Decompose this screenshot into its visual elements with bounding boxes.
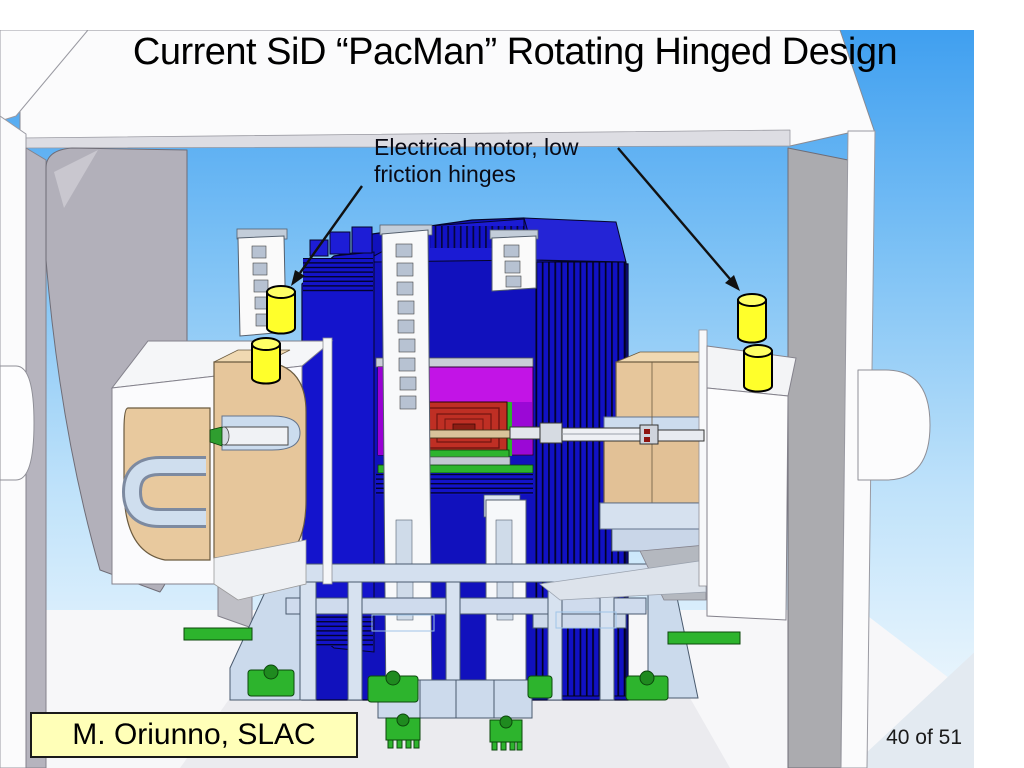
detector — [110, 217, 797, 751]
credit-box: M. Oriunno, SLAC — [30, 712, 358, 758]
callout-arrows — [291, 147, 740, 291]
support-tower-center — [379, 224, 433, 715]
beampipe-green-cone — [209, 426, 223, 447]
left-beampipe-stub — [0, 365, 35, 481]
credit-text: M. Oriunno, SLAC — [72, 718, 316, 751]
hinge-motors — [251, 285, 773, 393]
green-foot-toothed — [489, 715, 523, 751]
core-red-nest2 — [436, 413, 492, 443]
endcap-right — [539, 351, 718, 601]
yoke-step — [329, 231, 351, 255]
arrow-right-head — [725, 275, 740, 291]
endcap-left — [110, 337, 334, 601]
endcap-door-curved — [213, 361, 307, 559]
arrow-left-head — [291, 270, 305, 286]
hall-left-wall-chamfer — [54, 150, 98, 208]
hinge-motor-right-lower — [743, 344, 773, 393]
hinge-motor-left-lower — [251, 337, 281, 385]
hall-structure — [0, 29, 931, 768]
yoke-step — [351, 226, 373, 254]
annotation-line2: friction hinges — [374, 161, 516, 188]
beampipe-left — [223, 426, 289, 446]
core-green-shelf — [420, 449, 510, 458]
beampipe-right — [509, 422, 705, 445]
hinge-motor-left-upper — [266, 285, 296, 335]
green-supports — [183, 627, 741, 751]
arrow-right-line — [617, 147, 731, 280]
fin-stack-top — [523, 217, 627, 263]
door-u-tube — [124, 459, 206, 525]
annotation-callout: Electrical motor, low friction hinges — [374, 134, 579, 188]
support-block-right — [698, 329, 797, 621]
right-beampipe-stub — [857, 369, 931, 481]
hall-right-wall — [787, 147, 849, 768]
arrow-left-line — [299, 185, 363, 274]
hinge-motor-right-upper — [737, 293, 767, 344]
hall-left-column-side — [25, 147, 47, 768]
endcap-rod — [322, 337, 333, 585]
green-foot-toothed — [385, 713, 421, 749]
annotation-line1: Electrical motor, low — [374, 134, 579, 160]
slide-title: Current SiD “PacMan” Rotating Hinged Des… — [132, 31, 898, 73]
yoke-fins-top-left — [303, 258, 373, 292]
page-indicator: 40 of 51 — [886, 726, 962, 749]
